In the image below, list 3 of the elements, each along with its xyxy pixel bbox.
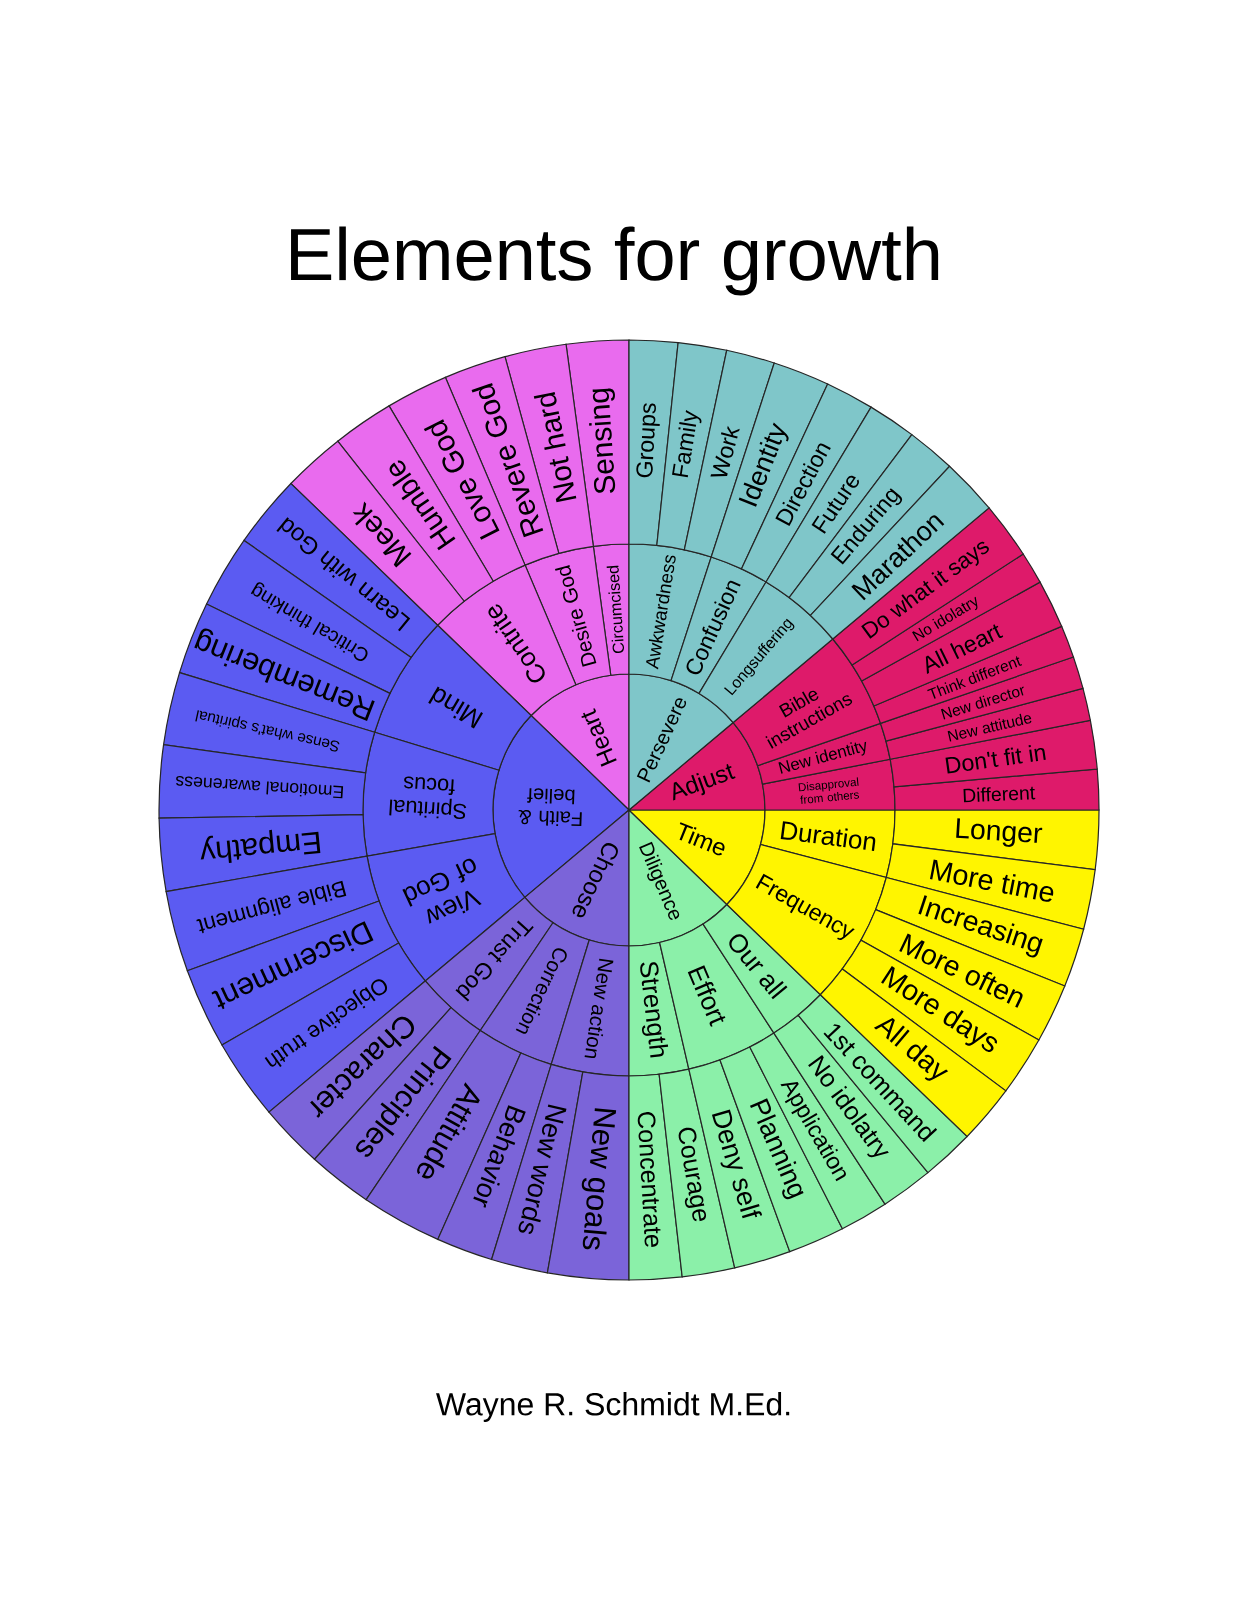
title: Elements for growth <box>291 226 939 296</box>
author-credit: Wayne R. Schmidt M.Ed. <box>436 1392 790 1422</box>
wheel-segment: Spiritual focus <box>362 731 500 857</box>
